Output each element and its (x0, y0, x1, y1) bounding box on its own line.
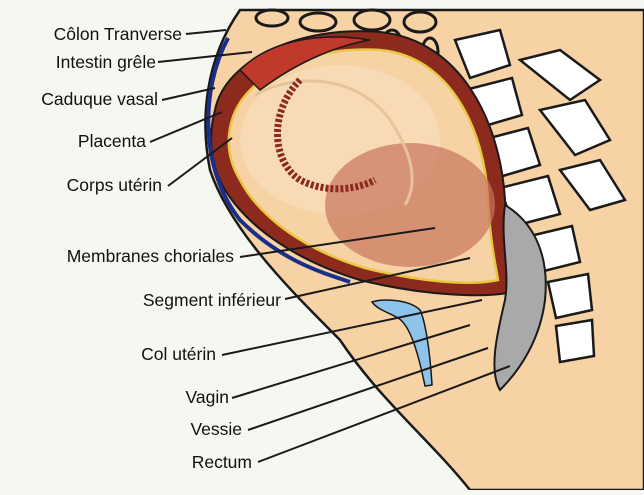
label-membranes: Membranes choriales (67, 248, 234, 266)
label-segment: Segment inférieur (143, 292, 281, 310)
label-colon: Côlon Tranverse (54, 26, 182, 44)
label-corps: Corps utérin (67, 177, 162, 195)
label-rectum: Rectum (192, 454, 252, 472)
label-caduque: Caduque vasal (41, 91, 158, 109)
label-vessie: Vessie (190, 421, 242, 439)
label-col: Col utérin (141, 346, 216, 364)
label-intestin: Intestin grêle (56, 54, 156, 72)
label-vagin: Vagin (186, 389, 229, 407)
label-placenta: Placenta (78, 133, 146, 151)
